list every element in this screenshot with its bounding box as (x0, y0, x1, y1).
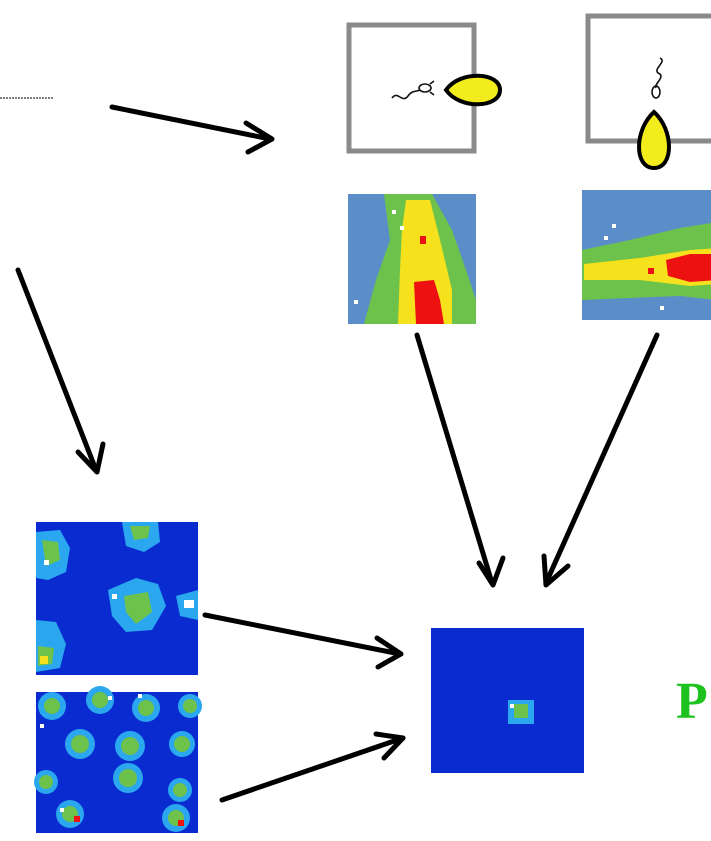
arrow-grid1-to-place-head (374, 635, 404, 670)
place-cell-label: P (676, 673, 708, 730)
light-cue-icon (443, 73, 503, 107)
arrow-right-map-to-place (543, 332, 660, 586)
rat-icon (391, 80, 435, 100)
arrow-right-map-to-place-head (541, 553, 571, 588)
arrow-grid1-to-place (202, 612, 403, 657)
arrow-to-arena (109, 104, 273, 142)
place-cell-map (431, 628, 584, 773)
rat-icon (651, 57, 663, 99)
arrow-to-arena-head (243, 120, 275, 155)
arrow-left-map-to-place-head (476, 555, 506, 588)
arrow-grid2-to-place-head (373, 731, 406, 761)
arrow-left-map-to-place (414, 332, 495, 586)
rate-map-horizontal (582, 190, 711, 320)
arrow-grid2-to-place (219, 735, 406, 803)
arrow-to-grid-maps (15, 267, 99, 473)
arrow-to-grid-maps-head (75, 441, 106, 475)
grid-cell-map-dense (34, 686, 202, 833)
grid-cell-map-large (36, 522, 198, 675)
light-cue-icon (637, 109, 671, 171)
rate-map-vertical (348, 194, 476, 324)
